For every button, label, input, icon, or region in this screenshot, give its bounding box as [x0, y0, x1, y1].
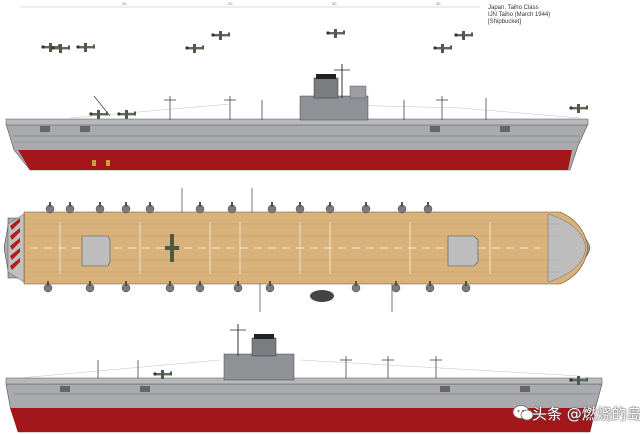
profile-view-starboard: [5, 64, 589, 171]
watermark: 头条 @燃烧的岛群: [506, 394, 640, 432]
funnel-cap: [316, 74, 336, 79]
funnel-cap: [254, 334, 274, 339]
island-superstructure: [299, 95, 369, 121]
credit-ship-name: IJN Taiho (March 1944): [488, 12, 551, 18]
island-superstructure: [223, 353, 295, 381]
ruler-tick-label: 30: [332, 1, 337, 6]
watermark-label: 头条 @燃烧的岛群: [532, 405, 640, 423]
hull-waterline-red: [18, 150, 572, 170]
wechat-style-chat-icon: [512, 405, 534, 421]
aircraft-icon: [569, 104, 588, 113]
aft-elevator: [81, 235, 111, 267]
wooden-flight-deck: [23, 211, 589, 285]
gun-mounts-port: [45, 201, 433, 214]
aircraft-icon: [51, 44, 70, 53]
flight-deck-edge: [5, 118, 589, 126]
profile-view-port: [5, 324, 603, 433]
credit-title: Japan, Taiho Class: [488, 5, 539, 11]
aircraft-icon: [211, 31, 230, 40]
ruler-tick-label: 40: [436, 1, 441, 6]
aircraft-icon: [89, 110, 108, 119]
aircraft-icon: [165, 234, 179, 262]
aircraft-icon: [454, 31, 473, 40]
hull-waterline-red: [10, 408, 596, 432]
aircraft-icon: [76, 43, 95, 52]
aircraft-icon: [185, 44, 204, 53]
forward-elevator: [447, 235, 479, 267]
ruler-tick-label: 10: [122, 1, 127, 6]
funnel: [251, 337, 277, 357]
aircraft-icon: [117, 110, 136, 119]
aircraft-icon: [326, 29, 345, 38]
aircraft-icon: [433, 44, 452, 53]
flight-deck-edge: [5, 377, 603, 385]
credit-source: [Shipbucket]: [488, 19, 522, 25]
stern-deck-stripes: [7, 213, 25, 283]
aircraft-icon: [153, 370, 172, 379]
plan-view-flight-deck: [3, 188, 591, 312]
island-plan: [310, 290, 334, 302]
ruler-tick-label: 20: [228, 1, 233, 6]
bow-deck: [547, 213, 587, 283]
funnel: [313, 77, 339, 99]
